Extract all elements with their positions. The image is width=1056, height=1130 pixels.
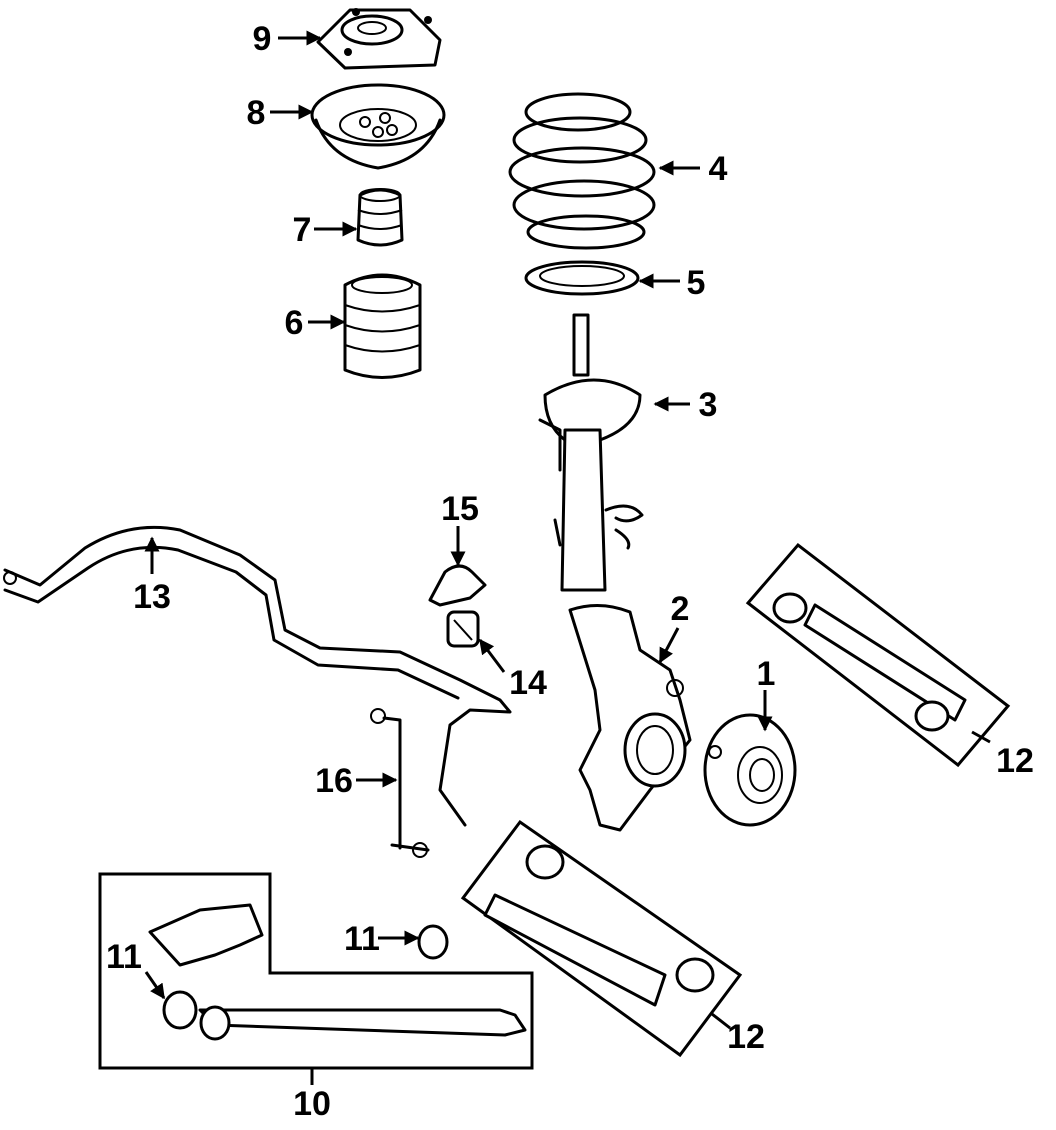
stabilizer-bar-part xyxy=(3,525,512,827)
lower-arm-lower-part xyxy=(460,819,743,1058)
lower-control-arm-part xyxy=(98,872,534,1070)
stabilizer-bracket-part xyxy=(428,564,487,607)
callout-13: 13 xyxy=(133,578,171,616)
stabilizer-bushing-part xyxy=(446,610,480,648)
leader-lines xyxy=(144,30,991,1085)
callout-10: 10 xyxy=(293,1085,331,1123)
callout-3: 3 xyxy=(699,386,718,424)
bushing-loose-part xyxy=(417,924,449,960)
callout-12-lower: 12 xyxy=(727,1018,765,1056)
callout-9: 9 xyxy=(253,20,272,58)
callout-labels: 1 2 3 4 5 6 7 8 9 10 11 11 12 12 13 14 1… xyxy=(106,20,1034,1123)
callout-11-left: 11 xyxy=(106,938,142,976)
callout-6: 6 xyxy=(285,304,304,342)
callout-8: 8 xyxy=(247,94,266,132)
callout-1: 1 xyxy=(757,655,776,693)
leader-2 xyxy=(658,627,680,664)
steering-knuckle-part xyxy=(568,604,692,832)
strut-assembly-part xyxy=(538,313,644,592)
callout-4: 4 xyxy=(709,150,728,188)
callout-5: 5 xyxy=(687,264,706,302)
callout-7: 7 xyxy=(293,211,312,249)
upper-spring-seat-part xyxy=(310,83,446,170)
stabilizer-link-part xyxy=(370,708,430,858)
callout-16: 16 xyxy=(315,762,353,800)
leader-12a xyxy=(971,730,991,744)
dust-boot-part xyxy=(343,273,422,379)
callout-2: 2 xyxy=(671,590,690,628)
callout-12-upper: 12 xyxy=(996,742,1034,780)
callout-14: 14 xyxy=(509,664,547,702)
strut-mount-part xyxy=(316,8,442,70)
spring-isolator-part xyxy=(524,260,640,296)
leader-11a xyxy=(144,971,166,1000)
callout-11-right: 11 xyxy=(344,920,380,958)
leader-12b xyxy=(711,1012,731,1030)
bump-stop-part xyxy=(356,188,404,247)
lower-arm-upper-right-part xyxy=(745,542,1011,768)
coil-spring-part xyxy=(508,92,656,250)
leader-14 xyxy=(478,638,506,673)
wheel-hub-part xyxy=(703,713,797,827)
callout-15: 15 xyxy=(441,490,479,528)
